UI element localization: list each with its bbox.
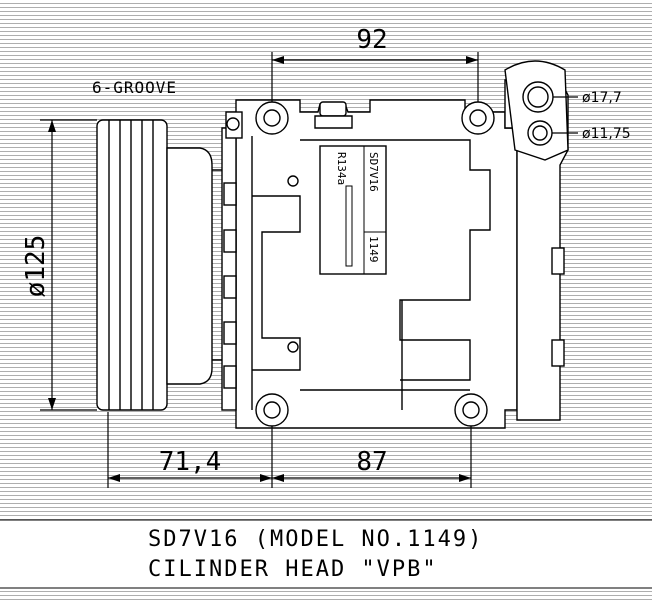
caption-model-line: SD7V16 (MODEL NO.1149) bbox=[148, 527, 483, 552]
nameplate-refrigerant: R134a bbox=[335, 152, 348, 185]
dimension-lines bbox=[40, 52, 578, 488]
refrigerant-ports bbox=[522, 81, 554, 146]
dimension-pulley-diameter: ø125 bbox=[21, 235, 51, 298]
pulley-groove-label: 6-GROOVE bbox=[92, 78, 177, 97]
dimension-port-large: ø17,7 bbox=[582, 90, 622, 106]
dimension-port-small: ø11,75 bbox=[582, 126, 631, 142]
nameplate-model: SD7V16 bbox=[367, 152, 380, 192]
dimension-pulley-offset: 71,4 bbox=[159, 447, 222, 477]
dimension-top-spacing: 92 bbox=[356, 25, 387, 55]
caption-band bbox=[0, 520, 652, 588]
pulley bbox=[96, 119, 231, 411]
caption-cylinder-head-line: CILINDER HEAD "VPB" bbox=[148, 557, 438, 582]
nameplate-number: 1149 bbox=[367, 236, 380, 263]
dimension-bottom-spacing: 87 bbox=[356, 447, 387, 477]
nameplate: SD7V16 1149 R134a bbox=[319, 145, 387, 275]
dimension-arrows bbox=[48, 56, 478, 482]
